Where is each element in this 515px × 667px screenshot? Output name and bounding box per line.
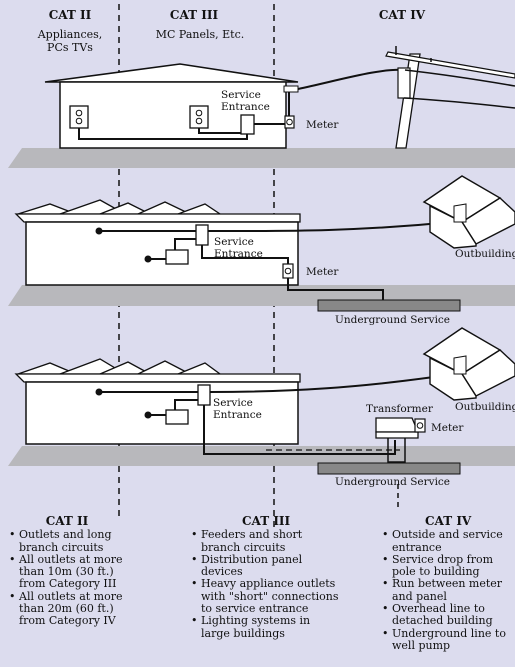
list-item: Run between meter and panel: [382, 578, 513, 603]
service-entrance-label-1: Service Entrance: [221, 89, 270, 113]
meter-3: [414, 418, 426, 433]
outbuilding-2: [422, 175, 515, 249]
meter-2: [282, 263, 294, 279]
list-item: Heavy appliance outlets with "short" con…: [191, 578, 340, 615]
weatherhead: [283, 85, 299, 93]
list-item: Underground line to well pump: [382, 627, 513, 653]
cat2-column-title: CAT II: [45, 514, 89, 528]
service-entrance-label-3: Service Entrance: [213, 397, 262, 421]
list-item: Feeders and short branch circuits: [191, 529, 340, 554]
meter-label-1: Meter: [306, 119, 339, 131]
list-item: Outlets and long branch circuits: [9, 529, 126, 554]
underground-slab-3: [317, 462, 461, 475]
list-item: Outside and service entrance: [382, 529, 513, 554]
outbuilding-3: [422, 327, 515, 401]
ground-strip-1: [8, 148, 515, 168]
transformer: [375, 417, 419, 439]
underground-service-label-3: Underground Service: [335, 476, 451, 488]
service-entrance-label-2: Service Entrance: [214, 236, 263, 260]
outbuilding-label-2: Outbuilding: [455, 248, 515, 260]
underground-slab-2: [317, 299, 461, 312]
underground-service-label-2: Underground Service: [335, 314, 451, 326]
cat2-subtitle: Appliances, PCs TVs: [37, 28, 103, 54]
meter-label-2: Meter: [306, 266, 339, 278]
cat2-header: CAT II: [48, 8, 92, 22]
list-item: Overhead line to detached building: [382, 603, 513, 628]
list-item: Service drop from pole to building: [382, 553, 513, 579]
utility-pole: [385, 46, 515, 149]
list-item: All outlets at more than 10m (30 ft.) fr…: [9, 553, 126, 591]
cat4-column-title: CAT IV: [425, 514, 472, 528]
outlet-icon: [189, 105, 209, 129]
list-item: Lighting systems in large buildings: [191, 615, 340, 640]
cat4-column: CAT IV Outside and service entrance Serv…: [381, 515, 513, 652]
service-panel-2: [195, 224, 209, 246]
service-panel-3: [197, 384, 211, 406]
cat4-header: CAT IV: [378, 8, 426, 22]
list-item: All outlets at more than 20m (60 ft.) fr…: [9, 590, 126, 628]
outbuilding-label-3: Outbuilding: [455, 401, 515, 413]
cat3-column-title: CAT III: [242, 514, 291, 528]
house-2-body: [25, 221, 299, 286]
service-panel-1: [240, 114, 255, 135]
transformer-label: Transformer: [366, 403, 433, 415]
cat2-column: CAT II Outlets and long branch circuits …: [8, 515, 126, 628]
cat3-column: CAT III Feeders and short branch circuit…: [190, 515, 340, 640]
cat3-list: Feeders and short branch circuits Distri…: [190, 529, 340, 640]
meter-label-3: Meter: [431, 422, 464, 434]
list-item: Distribution panel devices: [191, 553, 340, 579]
house-1-roof: [44, 63, 299, 83]
outlet-icon: [69, 105, 89, 129]
cat3-subtitle: MC Panels, Etc.: [155, 28, 245, 41]
cat3-header: CAT III: [169, 8, 219, 22]
cat4-list: Outside and service entrance Service dro…: [381, 529, 513, 652]
cat2-list: Outlets and long branch circuits All out…: [8, 529, 126, 627]
